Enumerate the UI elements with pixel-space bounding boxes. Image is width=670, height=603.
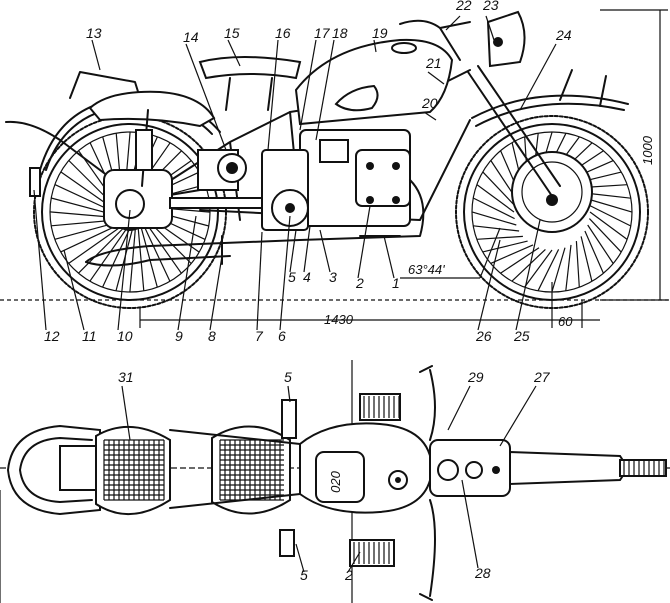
callout-t27: 27 [533,369,551,385]
callout-c24: 24 [555,27,572,43]
top-front-tyre [619,459,667,477]
callout-c12: 12 [44,328,60,344]
callout-t29: 29 [467,369,484,385]
callout-c9: 9 [175,328,183,344]
top-fuel-tank: 020 [299,422,434,514]
callout-c20: 20 [421,95,438,111]
top-front-fender [509,450,630,486]
callout-c18: 18 [332,25,348,41]
callout-c26: 26 [475,328,492,344]
callout-c22: 22 [455,0,472,13]
rear-lamp [29,167,41,197]
top-cylinder-right [349,539,395,567]
callout-c16: 16 [275,25,291,41]
handlebar [399,19,471,29]
callout-c6: 6 [278,328,286,344]
luggage-rack [69,71,141,99]
callout-t28: 28 [474,565,491,581]
callout-c25: 25 [513,328,530,344]
callout-t5a: 5 [284,369,292,385]
dim-trail: 60 [558,314,573,329]
leader-lines [33,15,557,331]
callout-t5b: 5 [300,567,308,583]
front-fender [471,94,629,119]
tank-plate: 020 [328,470,343,492]
fuel-tank [294,38,454,126]
callout-c15: 15 [224,25,240,41]
dim-rake-angle: 63°44' [408,262,445,277]
callout-c13: 13 [86,25,102,41]
callout-c7: 7 [255,328,264,344]
front-fork [467,71,553,197]
front-seat [198,56,302,80]
callout-c2: 2 [355,275,364,291]
top-footrest-left [281,399,297,439]
top-view: 020 [0,360,670,603]
top-instruments [429,439,511,497]
top-leader-lines [121,385,537,573]
fuel-cap [391,42,417,54]
top-cylinder-left [359,393,401,421]
top-rear-seat [95,426,171,515]
rear-seat [88,90,216,128]
top-footrest-right [279,529,295,557]
top-front-seat [211,425,291,515]
callout-c5: 5 [288,269,296,285]
callout-c10: 10 [117,328,133,344]
dimension-lines [0,9,670,328]
callout-c21: 21 [425,55,442,71]
callout-t2: 2 [344,567,353,583]
callout-c17: 17 [314,25,331,41]
front-wheel [455,115,649,309]
engine [299,129,411,227]
dim-height: 1000 [640,135,655,165]
top-handlebar [429,369,436,597]
callout-c14: 14 [183,29,199,45]
callout-c4: 4 [303,269,311,285]
callout-c23: 23 [482,0,499,13]
side-view: 1430 60 1000 63°44' 13141516171819222324… [0,0,670,344]
callout-c19: 19 [372,25,388,41]
callout-c3: 3 [329,269,337,285]
callout-c8: 8 [208,328,216,344]
exhaust [85,179,425,263]
callout-t31: 31 [118,369,134,385]
gearbox [261,149,309,231]
headlamp [486,10,526,68]
dim-wheelbase: 1430 [324,312,354,327]
tank-badge [334,84,379,112]
callout-c11: 11 [82,328,97,344]
callout-c1: 1 [392,275,400,291]
